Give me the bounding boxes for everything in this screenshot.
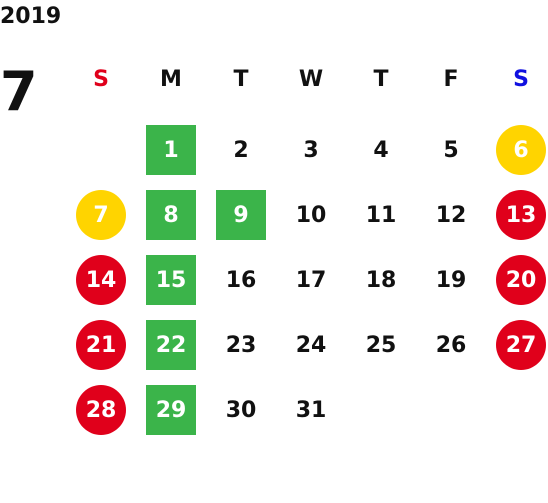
day-cell-11[interactable]: 11 <box>346 183 416 248</box>
day-cell-23[interactable]: 23 <box>206 313 276 378</box>
day-cell-25[interactable]: 25 <box>346 313 416 378</box>
day-number: 21 <box>76 320 126 370</box>
day-number: 1 <box>146 125 196 175</box>
day-cell-29[interactable]: 29 <box>136 378 206 443</box>
day-number: 14 <box>76 255 126 305</box>
day-cell-20[interactable]: 20 <box>486 248 548 313</box>
day-number: 12 <box>435 202 467 228</box>
day-cell-30[interactable]: 30 <box>206 378 276 443</box>
day-number: 8 <box>146 190 196 240</box>
weekday-wednesday: W <box>298 67 324 92</box>
day-number: 27 <box>496 320 546 370</box>
day-number: 24 <box>295 332 327 358</box>
day-cell-24[interactable]: 24 <box>276 313 346 378</box>
day-number: 18 <box>365 267 397 293</box>
day-number: 2 <box>233 137 249 163</box>
day-number: 15 <box>146 255 196 305</box>
day-cell-7[interactable]: 7 <box>66 183 136 248</box>
day-cell-22[interactable]: 22 <box>136 313 206 378</box>
day-cell-21[interactable]: 21 <box>66 313 136 378</box>
day-cell-18[interactable]: 18 <box>346 248 416 313</box>
day-cell-1[interactable]: 1 <box>136 118 206 183</box>
month-number: 7 <box>0 60 38 123</box>
weekday-monday: M <box>160 67 182 92</box>
day-number: 10 <box>295 202 327 228</box>
day-number: 26 <box>435 332 467 358</box>
day-number: 29 <box>146 385 196 435</box>
day-cell-19[interactable]: 19 <box>416 248 486 313</box>
day-cell-16[interactable]: 16 <box>206 248 276 313</box>
day-number: 7 <box>76 190 126 240</box>
day-cell-4[interactable]: 4 <box>346 118 416 183</box>
day-cell-15[interactable]: 15 <box>136 248 206 313</box>
day-number: 4 <box>373 137 389 163</box>
day-cell-3[interactable]: 3 <box>276 118 346 183</box>
day-number: 31 <box>295 397 327 423</box>
day-number: 30 <box>225 397 257 423</box>
weekday-tuesday: T <box>233 67 249 92</box>
day-cell-14[interactable]: 14 <box>66 248 136 313</box>
day-cell-2[interactable]: 2 <box>206 118 276 183</box>
day-number: 23 <box>225 332 257 358</box>
day-cell-8[interactable]: 8 <box>136 183 206 248</box>
weekday-friday: F <box>443 67 459 92</box>
day-cell-10[interactable]: 10 <box>276 183 346 248</box>
day-cell-13[interactable]: 13 <box>486 183 548 248</box>
year-label: 2019 <box>0 4 62 29</box>
day-cell-27[interactable]: 27 <box>486 313 548 378</box>
day-cell-9[interactable]: 9 <box>206 183 276 248</box>
day-number: 13 <box>496 190 546 240</box>
day-number: 5 <box>443 137 459 163</box>
day-number: 9 <box>216 190 266 240</box>
weekday-saturday: S <box>513 67 529 92</box>
day-cell-31[interactable]: 31 <box>276 378 346 443</box>
day-number: 16 <box>225 267 257 293</box>
day-cell-6[interactable]: 6 <box>486 118 548 183</box>
day-cell-26[interactable]: 26 <box>416 313 486 378</box>
weekday-sunday: S <box>93 67 109 92</box>
day-number: 20 <box>496 255 546 305</box>
day-number: 3 <box>303 137 319 163</box>
day-cell-12[interactable]: 12 <box>416 183 486 248</box>
day-number: 19 <box>435 267 467 293</box>
day-cell-5[interactable]: 5 <box>416 118 486 183</box>
weekday-thursday: T <box>373 67 389 92</box>
day-number: 28 <box>76 385 126 435</box>
day-cell-28[interactable]: 28 <box>66 378 136 443</box>
day-cell-17[interactable]: 17 <box>276 248 346 313</box>
day-number: 17 <box>295 267 327 293</box>
day-number: 25 <box>365 332 397 358</box>
day-number: 22 <box>146 320 196 370</box>
day-number: 6 <box>496 125 546 175</box>
day-number: 11 <box>365 202 397 228</box>
